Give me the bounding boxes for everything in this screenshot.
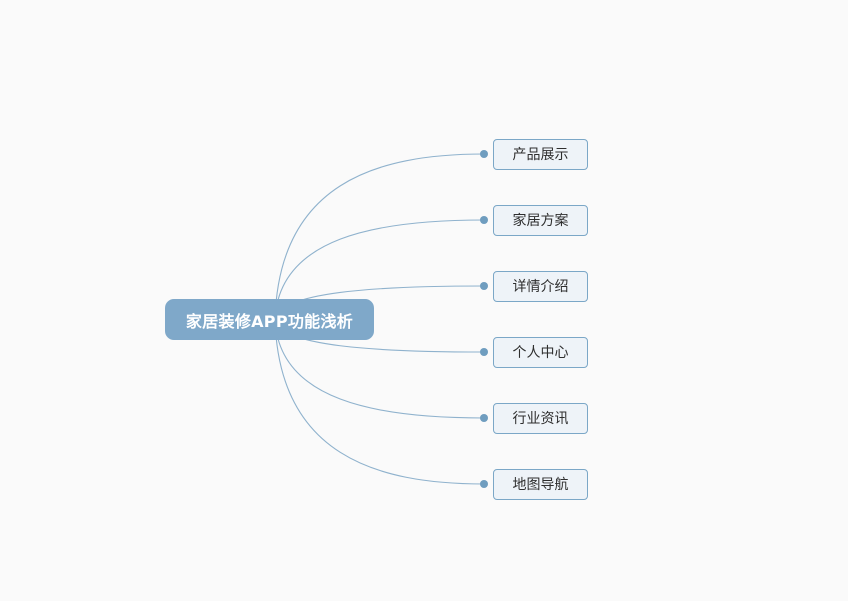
child-node-label: 行业资讯 [512,411,569,427]
child-node[interactable]: 个人中心 [493,336,588,368]
child-node-label: 地图导航 [512,477,569,493]
node-connector-dot[interactable] [480,414,488,422]
child-node-label: 个人中心 [512,345,569,361]
connector-edge [274,319,485,485]
child-node[interactable]: 地图导航 [493,468,588,500]
child-node[interactable]: 家居方案 [493,204,588,236]
node-connector-dot[interactable] [480,282,488,290]
child-node-label: 产品展示 [512,147,569,163]
node-connector-dot[interactable] [480,216,488,224]
root-node[interactable]: 家居装修APP功能浅析 [165,299,374,340]
child-node[interactable]: 详情介绍 [493,270,588,302]
node-connector-dot[interactable] [480,348,488,356]
node-connector-dot[interactable] [480,150,488,158]
child-node-label: 家居方案 [512,213,569,229]
connector-edge [274,153,485,320]
node-connector-dot[interactable] [480,480,488,488]
child-node-label: 详情介绍 [512,279,569,295]
child-node[interactable]: 行业资讯 [493,402,588,434]
root-node-label: 家居装修APP功能浅析 [185,311,354,331]
child-node[interactable]: 产品展示 [493,138,588,170]
